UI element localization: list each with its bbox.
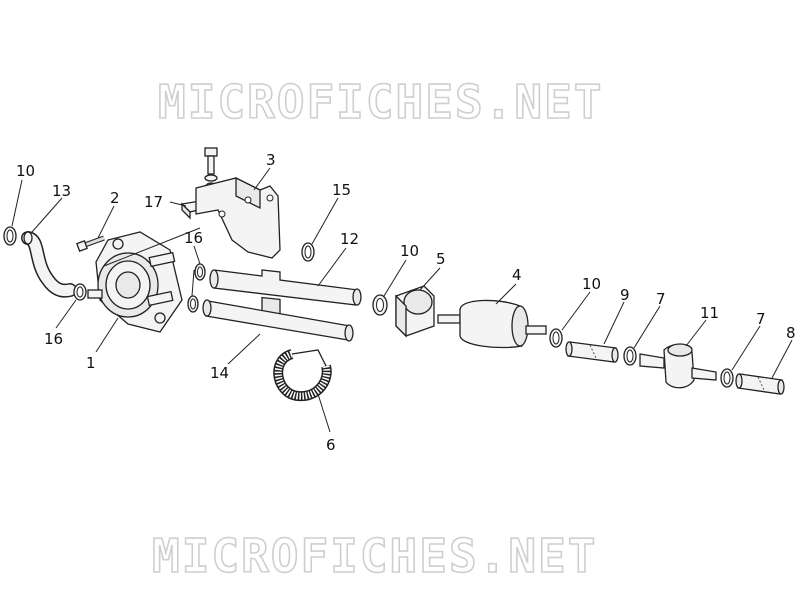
bracket-3	[195, 176, 281, 259]
clip-ring-10-mid	[372, 294, 388, 316]
ring-16-upper	[194, 263, 206, 281]
clip-7-left	[623, 346, 637, 366]
clip-7-right	[720, 368, 734, 388]
callout-12: 12	[340, 230, 359, 248]
ring-15	[301, 242, 315, 262]
callout-11: 11	[700, 304, 719, 322]
cover-5	[395, 285, 435, 338]
callout-13: 13	[52, 182, 71, 200]
watermark-top: MICROFICHES.NET	[158, 75, 603, 129]
callout-4: 4	[512, 266, 522, 284]
hose-9	[565, 341, 619, 363]
inline-filter-11	[639, 343, 717, 389]
callout-7-right: 7	[756, 310, 766, 328]
screw-2	[76, 235, 105, 252]
clip-ring-left	[3, 226, 17, 246]
callout-1: 1	[86, 354, 96, 372]
watermark-bottom: MICROFICHES.NET	[152, 529, 597, 583]
hose-13	[21, 231, 77, 298]
leader-lines	[11, 167, 793, 433]
callout-15: 15	[332, 181, 351, 199]
ring-16-lower	[187, 295, 199, 313]
callout-3: 3	[266, 151, 276, 169]
callout-7-left: 7	[656, 290, 666, 308]
callout-16-upper: 16	[184, 229, 203, 247]
callout-16-left: 16	[44, 330, 63, 348]
callout-10-mid: 10	[400, 242, 419, 260]
callout-9: 9	[620, 286, 630, 304]
fuel-pump-1	[87, 231, 183, 333]
ring-16-left	[73, 283, 87, 301]
callout-10-right: 10	[582, 275, 601, 293]
callout-6: 6	[326, 436, 336, 454]
callout-17: 17	[144, 193, 163, 211]
callout-14: 14	[210, 364, 229, 382]
callout-2: 2	[110, 189, 120, 207]
callout-10: 10	[16, 162, 35, 180]
hose-8	[735, 373, 785, 395]
fuel-filter-4	[437, 299, 547, 349]
clamp-6	[273, 349, 332, 402]
callout-8: 8	[786, 324, 796, 342]
callout-5: 5	[436, 250, 446, 268]
clip-ring-10-right	[549, 328, 563, 348]
pipe-14	[202, 299, 354, 342]
